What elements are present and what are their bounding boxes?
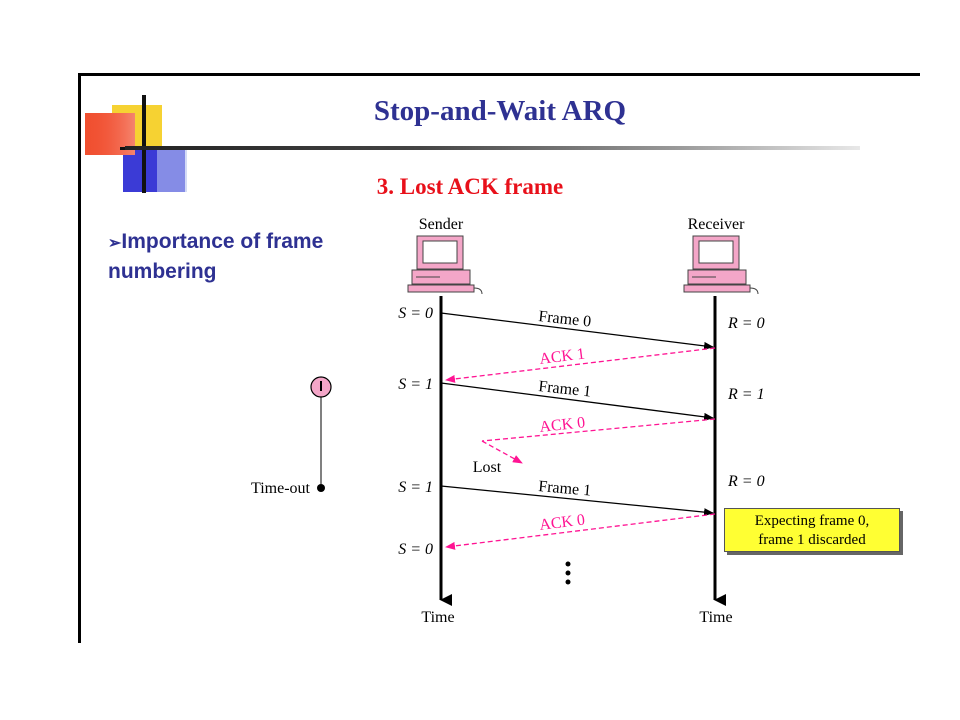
frame-label-1: Frame 0 (538, 308, 592, 330)
timeout-label: Time-out (251, 480, 311, 497)
ack-arrow-2 (481, 418, 716, 442)
bullet-text-line1: Importance of frame (121, 230, 324, 253)
title-underline (125, 146, 860, 150)
sender-state-4: S = 0 (398, 541, 433, 558)
sender-label: Sender (419, 216, 464, 233)
frame-arrow-1 (440, 312, 714, 350)
slide-left-border (78, 73, 81, 643)
ack-arrow-1 (445, 347, 716, 383)
receiver-label: Receiver (688, 216, 746, 233)
ack-label-3: ACK 0 (538, 512, 586, 534)
bullet-point: ➢Importance of frame numbering (108, 228, 388, 286)
bullet-text-line2: numbering (108, 260, 217, 283)
lost-label: Lost (473, 459, 502, 476)
frame-arrow-3 (440, 485, 714, 517)
ack-label-2: ACK 0 (539, 414, 586, 436)
receiver-state-3: R = 0 (727, 473, 765, 490)
sender-time-label: Time (421, 609, 454, 626)
sender-state-1: S = 0 (398, 305, 433, 322)
sender-state-3: S = 1 (398, 479, 433, 496)
receiver-computer-icon (683, 235, 759, 295)
sender-computer-icon (407, 235, 483, 295)
bullet-arrow-icon: ➢ (108, 235, 122, 252)
receiver-time-label: Time (699, 609, 732, 626)
ack-arrow-3 (445, 513, 716, 550)
frame-label-3: Frame 1 (538, 478, 592, 500)
timer-icon (310, 376, 332, 492)
frame-arrow-2 (440, 382, 714, 421)
sender-state-2: S = 1 (398, 376, 433, 393)
receiver-state-1: R = 0 (727, 315, 765, 332)
receiver-state-2: R = 1 (727, 386, 765, 403)
continuation-dots (565, 561, 571, 585)
slide-top-border (78, 73, 920, 76)
note-line-1: Expecting frame 0, (754, 513, 870, 529)
receiver-note-box: Expecting frame 0, frame 1 discarded (724, 508, 900, 552)
note-line-2: frame 1 discarded (758, 532, 866, 548)
frame-label-2: Frame 1 (538, 378, 592, 400)
slide-subtitle: 3. Lost ACK frame (376, 174, 564, 199)
slide-title: Stop-and-Wait ARQ (373, 95, 627, 127)
ack-label-1: ACK 1 (538, 346, 586, 368)
